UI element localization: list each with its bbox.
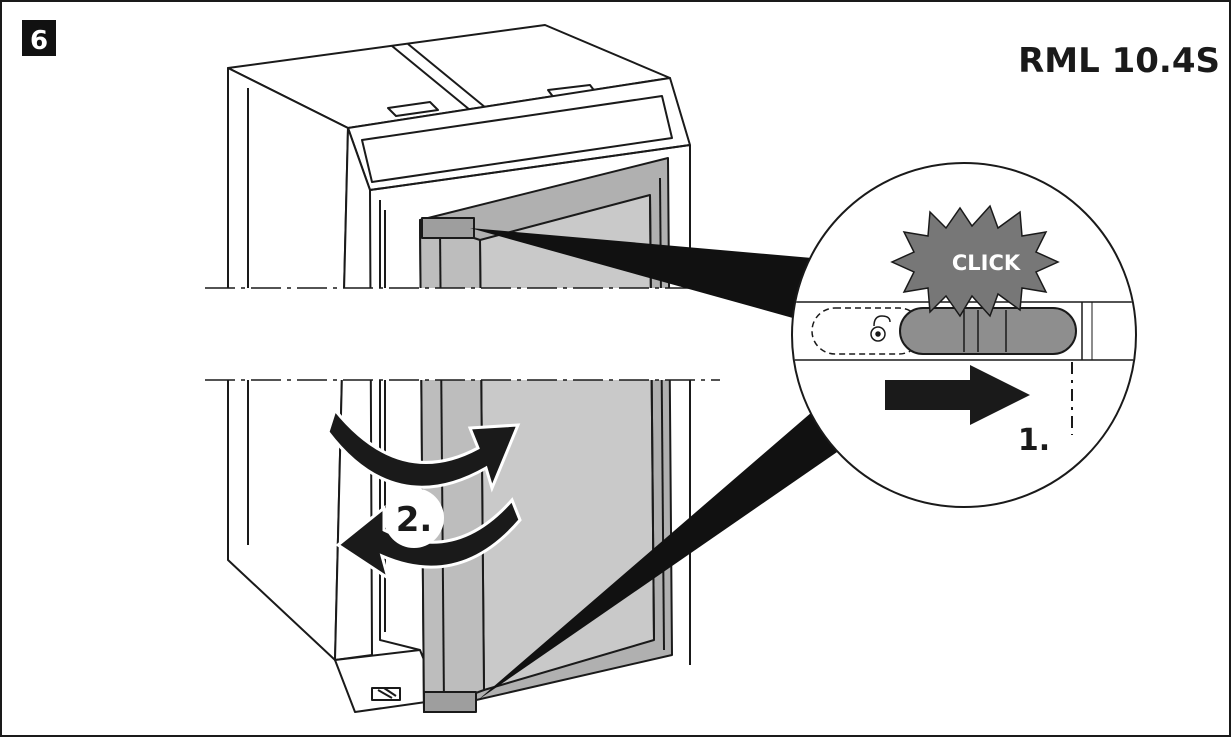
callout-beam-top xyxy=(470,228,812,320)
rotate-left-arrow-icon xyxy=(335,497,522,582)
step-number: 6 xyxy=(30,26,48,56)
step-badge: 6 xyxy=(22,20,56,56)
click-text: CLICK xyxy=(952,251,1021,275)
latch-slider xyxy=(899,307,1077,355)
slider-previous-position xyxy=(811,307,923,355)
bottom-hinge xyxy=(423,691,477,713)
callout-beams xyxy=(470,228,840,700)
push-right-arrow-icon xyxy=(885,365,1030,425)
step-2-label: 2. xyxy=(396,500,433,540)
section-break xyxy=(150,287,850,381)
rotate-right-arrow-icon xyxy=(326,406,521,493)
magnifier-callout: CLICK 1. xyxy=(791,162,1137,508)
lock-icon xyxy=(870,315,891,342)
step-2-marker: 2. xyxy=(384,488,444,548)
top-hinge xyxy=(421,217,475,239)
callout-beam-bottom xyxy=(478,412,840,700)
step-1-label: 1. xyxy=(1018,423,1050,458)
click-starburst xyxy=(890,204,1060,318)
door-rotation-arrows xyxy=(326,406,522,582)
model-label: RML 10.4S xyxy=(1018,41,1220,81)
